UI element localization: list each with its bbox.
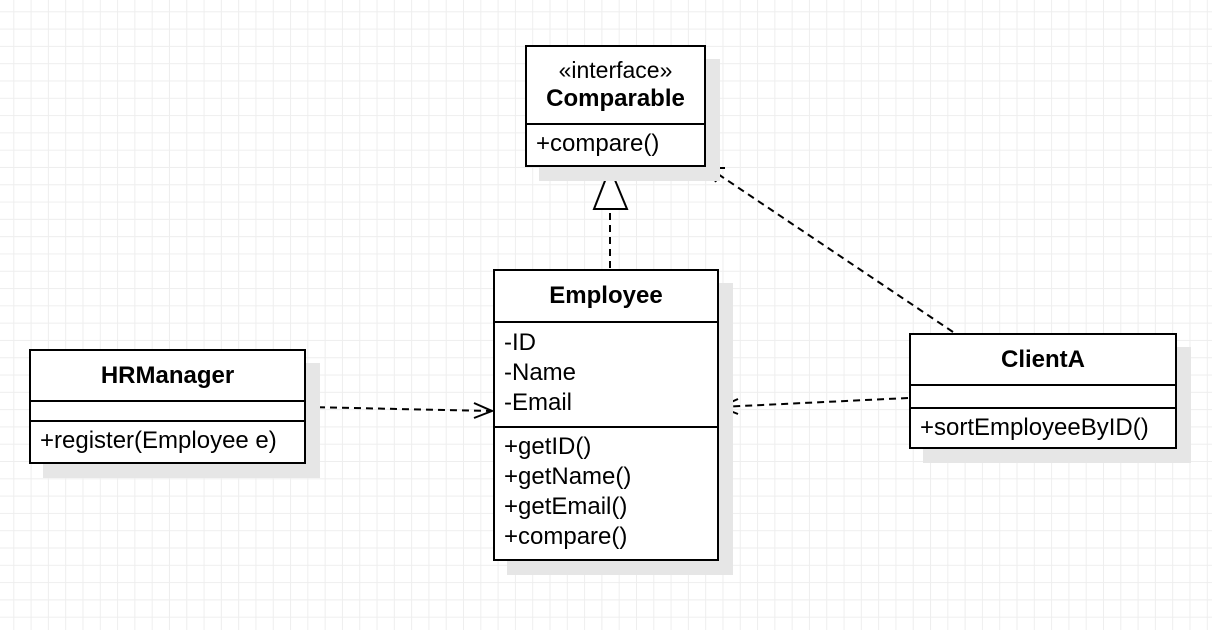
comparable-header: «interface» Comparable [527,47,704,125]
clienta-attributes [911,386,1175,409]
clienta-name: ClientA [1001,345,1085,373]
operation-item: +compare() [504,523,628,550]
clienta-header: ClientA [911,335,1175,386]
operation-item: +getID() [504,433,592,460]
hrmanager-class-box[interactable]: HRManager +register(Employee e) [29,349,306,464]
employee-class-box[interactable]: Employee -ID -Name -Email +getID() +getN… [493,269,719,561]
operation-item: +compare() [536,130,660,157]
dependency-clienta-employee [717,397,909,415]
employee-name: Employee [549,282,663,309]
hrmanager-operations: +register(Employee e) [31,422,304,456]
comparable-name: Comparable [546,85,685,112]
dependency-clienta-comparable [707,167,954,333]
employee-header: Employee [495,271,717,323]
comparable-interface-box[interactable]: «interface» Comparable +compare() [525,45,706,167]
dependency-hrmanager-employee [305,402,495,419]
employee-operations: +getID() +getName() +getEmail() +compare… [495,428,717,552]
hrmanager-header: HRManager [31,351,304,402]
employee-attributes: -ID -Name -Email [495,323,717,428]
attribute-item: -ID [504,329,536,356]
attribute-item: -Name [504,359,577,386]
clienta-operations: +sortEmployeeByID() [911,409,1175,443]
operation-item: +sortEmployeeByID() [920,414,1149,441]
comparable-operations: +compare() [527,125,704,159]
hrmanager-attributes [31,402,304,422]
clienta-class-box[interactable]: ClientA +sortEmployeeByID() [909,333,1177,449]
realization-employee-comparable [592,165,629,268]
attribute-item: -Email [504,389,573,416]
operation-item: +getName() [504,463,632,490]
hrmanager-name: HRManager [100,361,235,389]
comparable-stereotype: «interface» [558,57,673,83]
operation-item: +getEmail() [504,493,628,520]
operation-item: +register(Employee e) [40,427,277,454]
